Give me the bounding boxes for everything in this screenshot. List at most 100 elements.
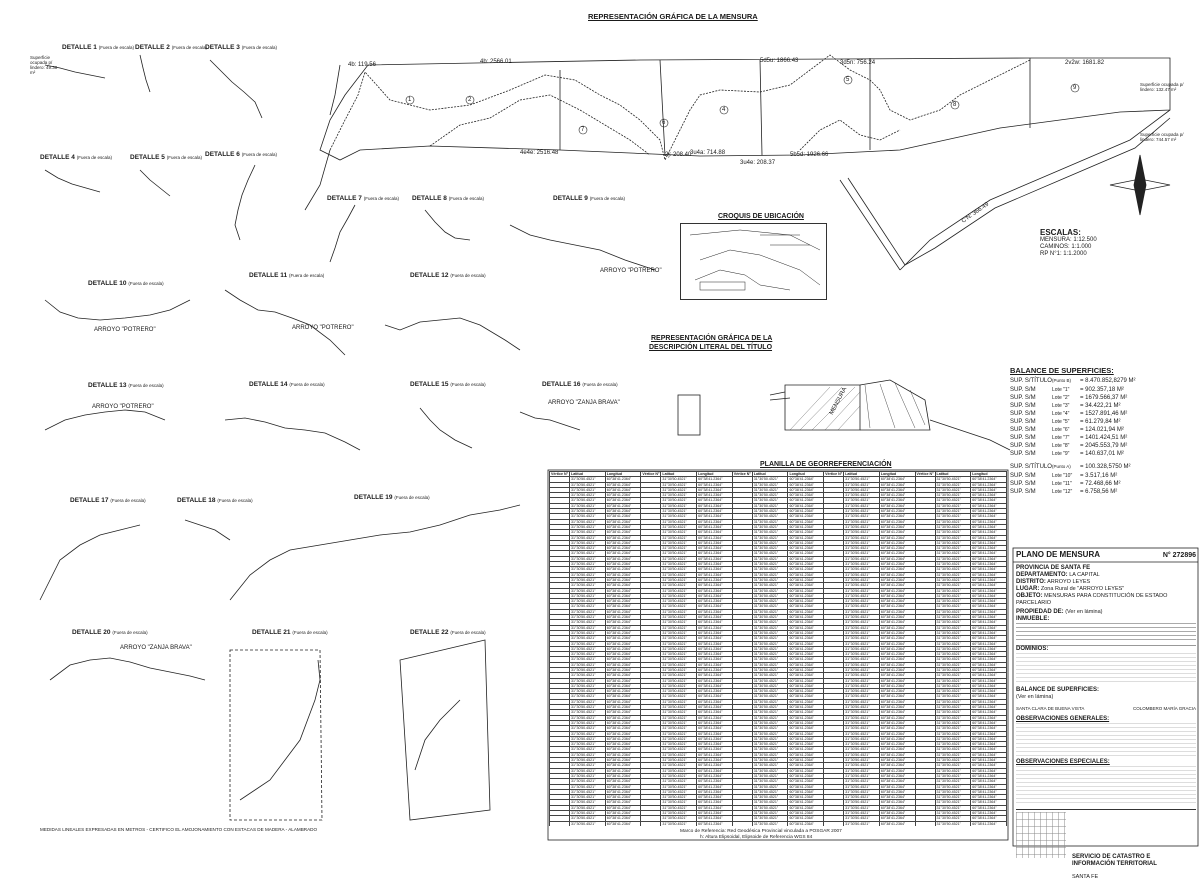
dim-label: 2v2w: 1681.82 (1065, 60, 1105, 66)
table-row: 31°30'50.4521"60°38'41.2364"31°30'50.452… (549, 486, 1007, 494)
lat-cell: 31°30'50.4521" (934, 820, 972, 826)
plano-profesional: COLOMBERO MARÍA GRACIA (1132, 706, 1196, 711)
detail-label: DETALLE 16 (Fuera de escala) (542, 381, 618, 388)
main-plan-diagonal-road-2 (904, 117, 1171, 266)
lon-cell: 60°38'41.2364" (970, 746, 1007, 753)
plano-obs-generales-text (1016, 723, 1196, 759)
table-row: 31°30'50.4521"60°38'41.2364"31°30'50.452… (549, 492, 1007, 499)
table-row: 31°30'50.4521"60°38'41.2364"31°30'50.452… (549, 772, 1007, 780)
lon-cell: 60°38'41.2364" (604, 820, 642, 826)
main-plan-road (304, 149, 331, 211)
table-row: 31°30'50.4521"60°38'41.2364"31°30'50.452… (549, 539, 1007, 547)
plano-distrito: ARROYO LEYES (1047, 579, 1091, 585)
detail-14-sketch (224, 417, 361, 451)
vertex-cell (914, 820, 936, 826)
table-row: 31°30'50.4521"60°38'41.2364"31°30'50.452… (549, 629, 1007, 637)
lon-cell: 60°38'41.2364" (970, 476, 1007, 483)
croquis-frame (680, 223, 827, 300)
lat-cell: 31°30'50.4521" (569, 820, 606, 826)
arroyo-label: ARROYO "POTRERO" (600, 268, 662, 274)
lon-cell: 60°38'41.2364" (970, 545, 1007, 552)
main-title: REPRESENTACIÓN GRÁFICA DE LA MENSURA (588, 12, 758, 21)
lon-cell: 60°38'41.2364" (970, 539, 1007, 547)
detail-label: DETALLE 1 (Fuera de escala) (62, 44, 135, 51)
lon-cell: 60°38'41.2364" (970, 704, 1007, 711)
detail-21-polygon (229, 649, 323, 821)
lot-number: 8 (953, 102, 957, 108)
lon-cell: 60°38'41.2364" (970, 820, 1007, 826)
lon-cell: 60°38'41.2364" (970, 767, 1007, 774)
table-row: 31°30'50.4521"60°38'41.2364"31°30'50.452… (549, 550, 1007, 557)
escalas-line: RP N°1: 1:1.2000 (1040, 251, 1087, 257)
table-row: 31°30'50.4521"60°38'41.2364"31°30'50.452… (549, 656, 1007, 663)
vertex-cell (640, 820, 662, 826)
lon-cell: 60°38'41.2364" (970, 783, 1007, 790)
lon-cell: 60°38'41.2364" (970, 518, 1007, 525)
detail-20-sketch (49, 657, 206, 681)
table-row: 31°30'50.4521"60°38'41.2364"31°30'50.452… (549, 741, 1007, 748)
table-row: 31°30'50.4521"60°38'41.2364"31°30'50.452… (549, 704, 1007, 711)
lon-cell: 60°38'41.2364" (970, 550, 1007, 557)
column-header: Vértice N° (914, 471, 936, 478)
plano-dominios-text (1016, 653, 1196, 685)
lon-cell: 60°38'41.2364" (970, 794, 1007, 801)
lon-cell: 60°38'41.2364" (970, 502, 1007, 510)
dim-label: 4e4e: 2516.48 (520, 150, 559, 156)
lon-cell: 60°38'41.2364" (970, 608, 1007, 616)
table-row: 31°30'50.4521"60°38'41.2364"31°30'50.452… (549, 513, 1007, 520)
table-row: 31°30'50.4521"60°38'41.2364"31°30'50.452… (549, 651, 1007, 658)
plano-obs-especiales-text (1016, 766, 1196, 806)
lon-cell: 60°38'41.2364" (696, 820, 733, 826)
lon-cell: 60°38'41.2364" (970, 571, 1007, 578)
lon-cell: 60°38'41.2364" (970, 598, 1007, 605)
lon-cell: 60°38'41.2364" (970, 555, 1007, 563)
table-row: 31°30'50.4521"60°38'41.2364"31°30'50.452… (549, 582, 1007, 589)
dim-label: 5d5u: 1866.43 (760, 58, 799, 64)
plano-frame (1012, 547, 1199, 847)
detail-17-sketch (39, 524, 141, 601)
detail-10-sketch (44, 299, 191, 321)
lon-cell: 60°38'41.2364" (970, 603, 1007, 610)
balance-titulo-row: SUP. S/TÍTULO (Punto B) = 8.470.852,8279… (1010, 378, 1136, 384)
plano-stamp-grid (1016, 812, 1066, 858)
table-row: 31°30'50.4521"60°38'41.2364"31°30'50.452… (549, 661, 1007, 669)
balance-block: BALANCE DE SUPERFICIES: SUP. S/TÍTULO (P… (1010, 367, 1195, 496)
lon-cell: 60°38'41.2364" (970, 688, 1007, 695)
lon-cell: 60°38'41.2364" (970, 809, 1007, 817)
lon-cell: 60°38'41.2364" (970, 497, 1007, 504)
lon-cell: 60°38'41.2364" (970, 698, 1007, 706)
detail-label: DETALLE 10 (Fuera de escala) (88, 280, 164, 287)
titulo-literal-title-1: REPRESENTACIÓN GRÁFICA DE LA (651, 335, 773, 342)
lon-cell: 60°38'41.2364" (970, 561, 1007, 568)
main-plan-diagonal-road (839, 109, 1171, 271)
lon-cell: 60°38'41.2364" (970, 751, 1007, 759)
dim-label: 4b: 119.56 (348, 62, 376, 68)
lon-cell: 60°38'41.2364" (970, 714, 1007, 721)
lon-cell: 60°38'41.2364" (970, 693, 1007, 700)
detail-3-sketch (209, 59, 263, 119)
lon-cell: 60°38'41.2364" (970, 772, 1007, 780)
lon-cell: 60°38'41.2364" (970, 508, 1007, 515)
lot-number: 9 (1073, 85, 1077, 91)
lon-cell: 60°38'41.2364" (970, 804, 1007, 812)
table-row: 31°30'50.4521"60°38'41.2364"31°30'50.452… (549, 576, 1007, 584)
escalas-line: MENSURA: 1:12.500 (1040, 237, 1097, 243)
lon-cell: 60°38'41.2364" (970, 523, 1007, 531)
plano-objeto: MENSURAS PARA CONSTITUCIÓN DE ESTADO PAR… (1016, 593, 1168, 606)
lon-cell: 60°38'41.2364" (970, 725, 1007, 732)
detail-label: DETALLE 6 (Fuera de escala) (205, 151, 278, 158)
detail-label: DETALLE 4 (Fuera de escala) (40, 154, 113, 161)
table-row: 31°30'50.4521"60°38'41.2364"31°30'50.452… (549, 677, 1007, 684)
detail-label: DETALLE 2 (Fuera de escala) (135, 44, 208, 51)
lot-number: 5 (846, 77, 850, 83)
titulo-literal-title-2: DESCRIPCIÓN LITERAL DEL TÍTULO (649, 344, 773, 351)
lon-cell: 60°38'41.2364" (970, 709, 1007, 716)
lot-number: 2 (468, 97, 472, 103)
lon-cell: 60°38'41.2364" (970, 735, 1007, 743)
